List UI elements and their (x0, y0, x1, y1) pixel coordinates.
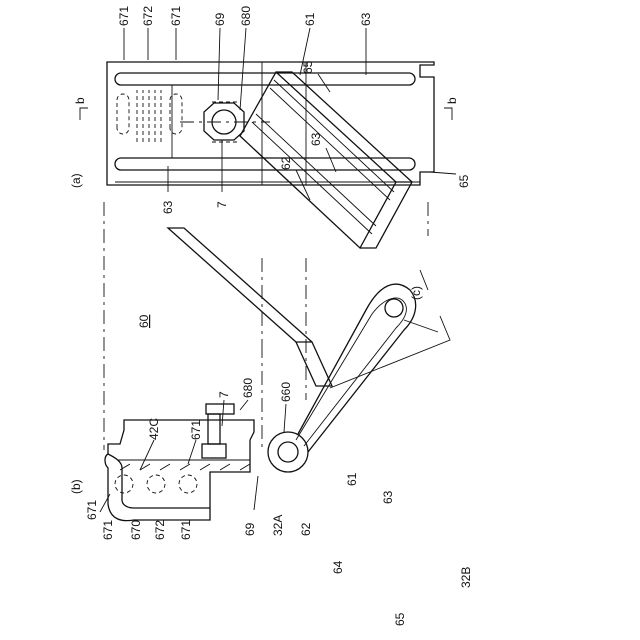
label-c-65: 65 (301, 60, 315, 74)
view-a: 671 672 671 69 680 61 63 63 7 65 (a) b b (69, 6, 471, 214)
label-a-671a: 671 (117, 6, 131, 26)
section-mark-bottom-label: b (445, 97, 459, 104)
label-a-63b: 63 (161, 200, 175, 214)
label-c-63: 63 (309, 132, 323, 146)
view-a-section-mark-top (80, 108, 88, 120)
view-b-tag: (b) (69, 479, 83, 494)
view-b-hatching-670 (120, 464, 250, 470)
label-b-660: 660 (279, 382, 293, 402)
view-c-lower-block (296, 342, 332, 386)
view-b-bolt-head-680 (206, 404, 234, 414)
leader-a-680 (240, 28, 246, 110)
label-b-61: 61 (345, 472, 359, 486)
view-b-hinge-outer (268, 432, 308, 472)
view-b-hook (105, 454, 210, 521)
view-b-bolt-shank (208, 414, 220, 444)
label-b-42C: 42C (147, 418, 161, 440)
label-b-64: 64 (331, 560, 345, 574)
label-a-65: 65 (457, 174, 471, 188)
view-c-leader-frame (330, 316, 450, 388)
label-b-62: 62 (299, 522, 313, 536)
view-b-arm-end-circle (385, 299, 403, 317)
leader-b-32B (404, 320, 438, 332)
label-b-32B: 32B (459, 567, 473, 588)
label-b-671b: 671 (189, 420, 203, 440)
view-c: 62 63 65 (c) (168, 60, 450, 388)
view-b-nut-69 (202, 444, 226, 458)
view-c-lower-bar (168, 228, 312, 342)
label-c-62: 62 (279, 156, 293, 170)
label-b-680: 680 (241, 378, 255, 398)
view-a-slot-right (115, 73, 415, 85)
label-b-7: 7 (217, 391, 231, 398)
label-a-61: 61 (303, 12, 317, 26)
label-b-63: 63 (381, 490, 395, 504)
label-b-671a: 671 (85, 500, 99, 520)
leader-c-63 (326, 148, 336, 172)
view-b-lower-wall (210, 440, 250, 508)
label-a-7: 7 (215, 201, 229, 208)
view-b-upper-wall (108, 420, 254, 454)
view-b-arm-inner (296, 298, 406, 446)
view-b-rib-671-3 (179, 475, 197, 493)
view-b-arm-outline (298, 284, 416, 452)
label-b-65: 65 (393, 612, 407, 626)
label-60: 60 (137, 314, 151, 328)
label-b-32A: 32A (271, 515, 285, 536)
view-c-tag: (c) (409, 286, 423, 300)
label-b-69: 69 (243, 522, 257, 536)
leader-b-680 (240, 400, 248, 410)
label-b-672: 672 (153, 520, 167, 540)
view-a-rib-671-left (117, 94, 129, 134)
label-b-671d: 671 (179, 520, 193, 540)
view-c-slot-4 (274, 80, 394, 192)
view-b: 671 42C 671 7 680 660 671 670 672 671 69… (69, 284, 473, 626)
view-b-hinge-inner (278, 442, 298, 462)
view-a-tag: (a) (69, 173, 83, 188)
projection-lines (104, 202, 428, 450)
label-a-680: 680 (239, 6, 253, 26)
label-b-671c: 671 (101, 520, 115, 540)
view-b-rib-671-1 (115, 475, 133, 493)
label-a-69: 69 (213, 12, 227, 26)
view-c-plate-left-edge (360, 182, 412, 248)
view-a-plate-outline (107, 62, 434, 185)
rotated-figure: 671 672 671 69 680 61 63 63 7 65 (a) b b (69, 6, 473, 626)
label-a-671b: 671 (169, 6, 183, 26)
leader-c-65 (318, 74, 330, 92)
leader-b-32A (254, 476, 258, 510)
label-b-670: 670 (129, 520, 143, 540)
view-c-plate-top (240, 72, 396, 248)
label-a-672: 672 (141, 6, 155, 26)
leader-a-69 (218, 28, 220, 100)
leader-a-65 (430, 172, 456, 174)
view-c-plate-front-edge (276, 72, 412, 182)
label-a-63a: 63 (359, 12, 373, 26)
leader-b-660 (284, 404, 286, 432)
view-b-rib-671-2 (147, 475, 165, 493)
section-mark-top-label: b (73, 97, 87, 104)
view-a-section-mark-bottom (444, 108, 452, 120)
